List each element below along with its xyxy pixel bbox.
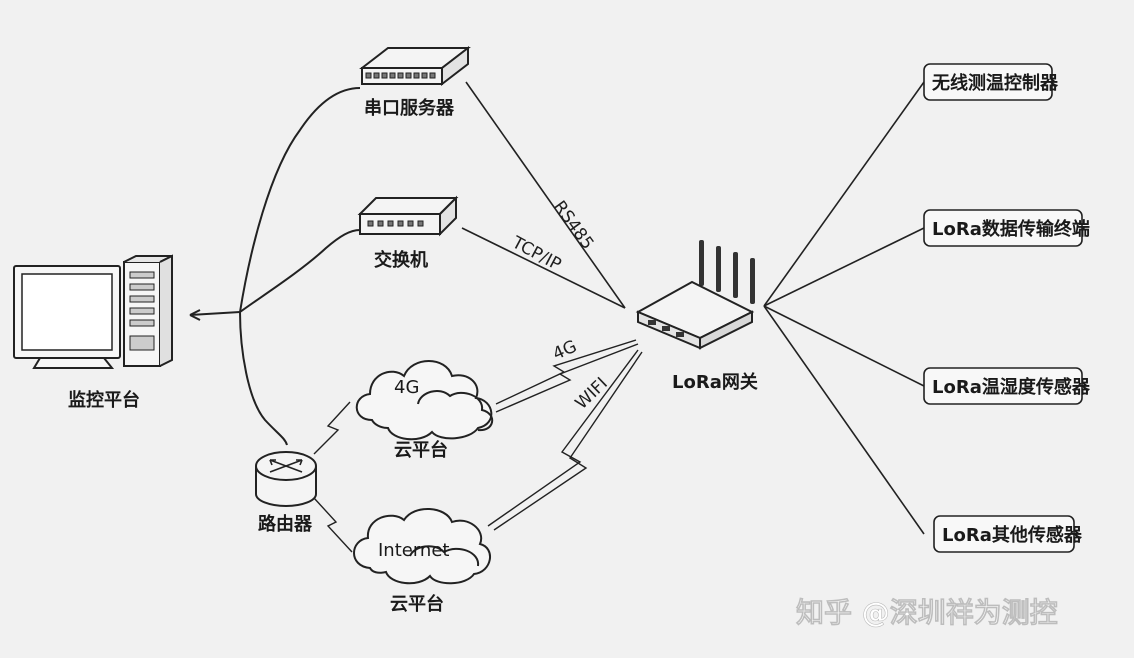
terminal-4-label: LoRa其他传感器 bbox=[942, 524, 1083, 546]
link-gw-t2 bbox=[763, 227, 925, 307]
link-switch-gateway bbox=[461, 227, 626, 309]
terminal-3: LoRa温湿度传感器 bbox=[923, 367, 1091, 405]
lora-gateway-label: LoRa网关 bbox=[672, 371, 758, 393]
wireless-links bbox=[313, 339, 643, 553]
cloud-internet-icon bbox=[353, 507, 491, 585]
monitor-platform-icon bbox=[13, 254, 173, 369]
lora-gateway-icon bbox=[635, 240, 755, 350]
serial-server-icon bbox=[359, 45, 471, 87]
terminal-2-label: LoRa数据传输终端 bbox=[932, 218, 1090, 240]
router-label: 路由器 bbox=[258, 513, 313, 535]
arrowhead bbox=[189, 309, 201, 321]
terminal-1: 无线测温控制器 bbox=[923, 63, 1059, 101]
link-gw-t4 bbox=[763, 305, 925, 535]
edge-wifi-label: WIFI bbox=[572, 374, 612, 414]
terminal-links bbox=[763, 81, 925, 535]
cloud-4g-caption: 云平台 bbox=[394, 439, 448, 461]
link-4g-wireless bbox=[495, 339, 637, 405]
monitor-platform-label: 监控平台 bbox=[68, 389, 140, 411]
wired-links bbox=[189, 87, 361, 446]
link-wifi-wireless-b bbox=[493, 351, 643, 531]
link-pc-arrow bbox=[189, 311, 241, 316]
link-router-4g bbox=[313, 401, 351, 455]
terminal-3-label: LoRa温湿度传感器 bbox=[932, 376, 1091, 398]
edge-tcpip-label: TCP/IP bbox=[508, 232, 565, 275]
terminal-1-label: 无线测温控制器 bbox=[932, 72, 1059, 94]
cloud-4g-icon bbox=[355, 360, 493, 441]
link-gw-t3 bbox=[763, 305, 925, 387]
link-router-internet bbox=[313, 497, 353, 553]
link-pc-switch bbox=[239, 229, 361, 313]
cloud-internet-label: Internet bbox=[378, 540, 449, 561]
cloud-4g-label: 4G bbox=[394, 377, 419, 398]
watermark: 知乎 @深圳祥为测控 bbox=[796, 596, 1058, 629]
link-serial-gateway bbox=[465, 81, 626, 309]
link-pc-router bbox=[239, 311, 288, 446]
link-4g-wireless-b bbox=[495, 343, 639, 413]
terminal-4: LoRa其他传感器 bbox=[933, 515, 1083, 553]
serial-server-label: 串口服务器 bbox=[364, 97, 455, 119]
edge-4g-label: 4G bbox=[550, 337, 580, 365]
gateway-links bbox=[461, 81, 626, 309]
terminal-2: LoRa数据传输终端 bbox=[923, 209, 1090, 247]
router-icon bbox=[255, 451, 317, 507]
cloud-internet-caption: 云平台 bbox=[390, 593, 444, 615]
link-gw-t1 bbox=[763, 81, 925, 307]
switch-label: 交换机 bbox=[374, 249, 428, 271]
link-pc-serial-server bbox=[239, 87, 361, 313]
edge-rs485-label: RS485 bbox=[549, 197, 598, 253]
switch-icon bbox=[357, 195, 459, 237]
